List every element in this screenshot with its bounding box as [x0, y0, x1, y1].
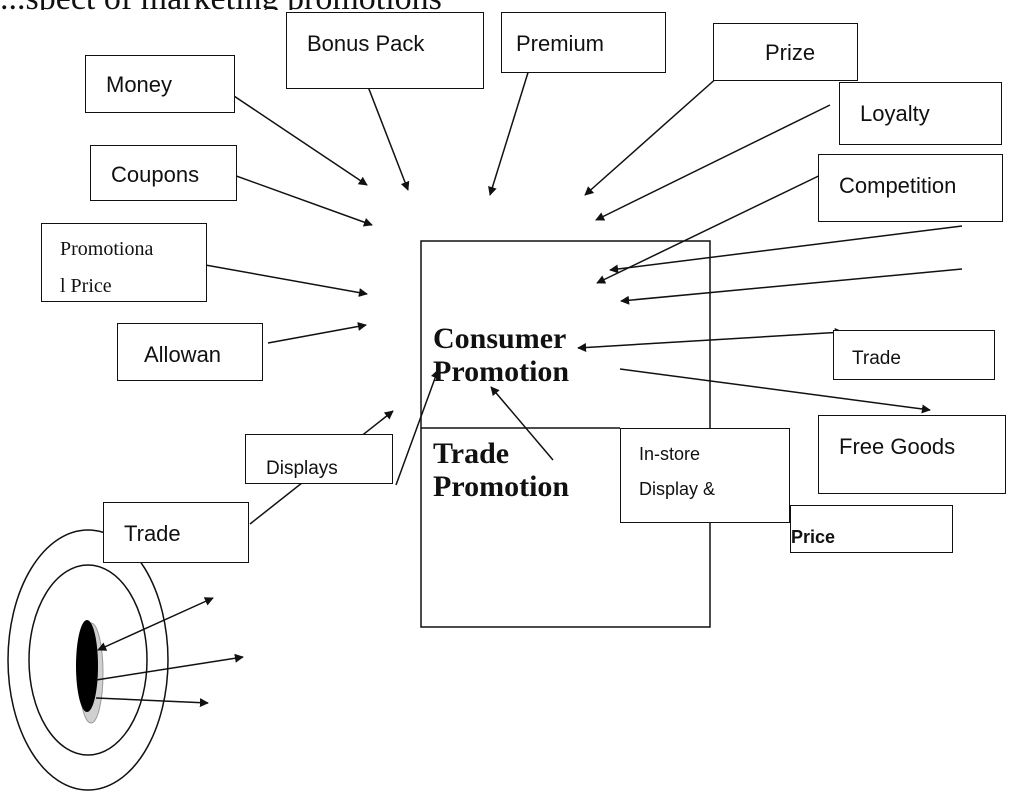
money-box: Money [85, 55, 235, 113]
arrow-right-1 [609, 225, 963, 274]
arrow-promotional-price [182, 260, 368, 297]
bonus-pack-box: Bonus Pack [286, 12, 484, 89]
prize-label: Prize [765, 40, 816, 65]
promotional-price-line1: Promotiona [60, 238, 154, 260]
instore-display-box: In-store Display & [620, 428, 790, 523]
arrow-prize [584, 67, 729, 196]
promotional-price-box: Promotiona l Price [41, 223, 207, 302]
loyalty-label: Loyalty [860, 101, 930, 126]
consumer-line2: Promotion [433, 355, 570, 388]
consumer-promotion-title: Consumer Promotion [433, 322, 569, 388]
target-outer-ring [7, 529, 169, 791]
displays-box: Displays [245, 434, 393, 484]
header-partial-text: ...spect of marketing promotions [0, 0, 442, 10]
free-goods-label: Free Goods [839, 434, 956, 459]
price-label: Price [791, 527, 836, 547]
arrow-coupons [227, 172, 373, 227]
arrow-premium [488, 49, 536, 196]
coupons-box: Coupons [90, 145, 237, 201]
money-label: Money [106, 72, 173, 97]
premium-label: Premium [516, 31, 605, 56]
arrow-trade-to-consumer [490, 386, 554, 461]
instore-line2: Display & [639, 479, 716, 499]
arrow-allowance [267, 322, 367, 344]
bonus-pack-label: Bonus Pack [307, 31, 425, 56]
target-middle-ring [28, 564, 148, 756]
arrow-target-2 [95, 653, 244, 681]
arrow-loyalty [595, 104, 831, 221]
trade-promotion-title: Trade Promotion [433, 437, 569, 503]
consumer-line1: Consumer [433, 322, 567, 355]
trade-left-label: Trade [124, 521, 181, 546]
arrow-displays [395, 369, 440, 486]
displays-label: Displays [266, 458, 338, 479]
arrow-free-goods [619, 368, 931, 414]
arrow-target-1 [97, 597, 214, 651]
price-box: Price [790, 505, 953, 553]
target-bullseye [76, 620, 98, 712]
trade-line1: Trade [433, 437, 510, 470]
promotional-price-line2: l Price [60, 275, 112, 297]
allowance-label: Allowan [144, 342, 222, 367]
free-goods-box: Free Goods [818, 415, 1006, 494]
arrow-competition [596, 155, 861, 284]
arrow-target-3 [95, 697, 209, 708]
premium-box: Premium [501, 12, 666, 73]
coupons-label: Coupons [111, 162, 200, 187]
trade-left-box: Trade [103, 502, 249, 563]
prize-box: Prize [713, 23, 858, 81]
competition-box: Competition [818, 154, 1003, 222]
loyalty-box: Loyalty [839, 82, 1002, 145]
arrow-money [221, 87, 368, 186]
competition-label: Competition [839, 173, 957, 198]
header-partial: ...spect of marketing promotions [0, 0, 520, 10]
arrow-right-2 [620, 268, 963, 305]
trade-right-box: Trade [833, 330, 995, 380]
trade-line2: Promotion [433, 470, 570, 503]
arrow-consumer-trade [577, 327, 844, 353]
trade-right-label: Trade [852, 348, 901, 369]
instore-line1: In-store [639, 444, 701, 464]
allowance-box: Allowan [117, 323, 263, 381]
